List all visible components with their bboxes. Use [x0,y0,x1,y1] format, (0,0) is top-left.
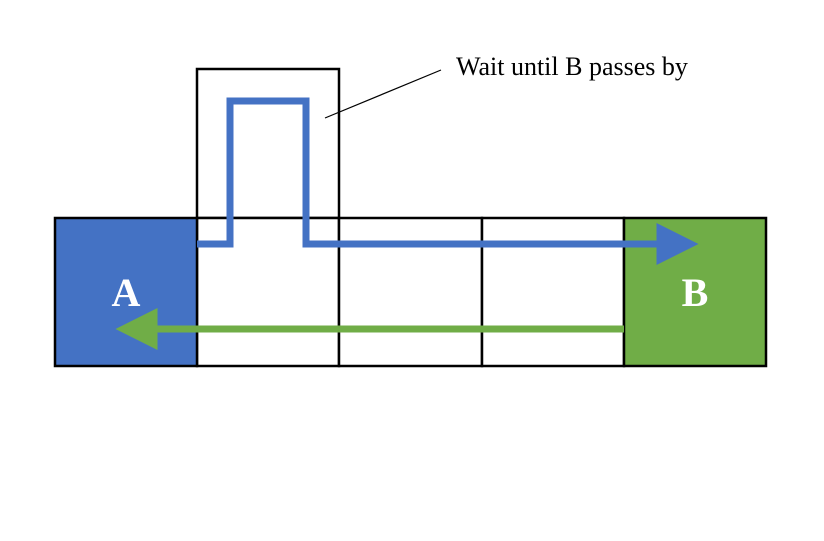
annotation-leader-line [324,69,442,119]
annotation-text: Wait until B passes by [456,52,688,81]
path-a-to-b-arrow [197,97,699,265]
node-b-label: B [682,270,709,315]
corridor-cell-1 [195,216,341,368]
node-a-label: A [112,270,141,315]
corridor-cell-2 [337,216,484,368]
passing-bay-cell [195,67,341,220]
corridor-cell-3 [480,216,626,368]
